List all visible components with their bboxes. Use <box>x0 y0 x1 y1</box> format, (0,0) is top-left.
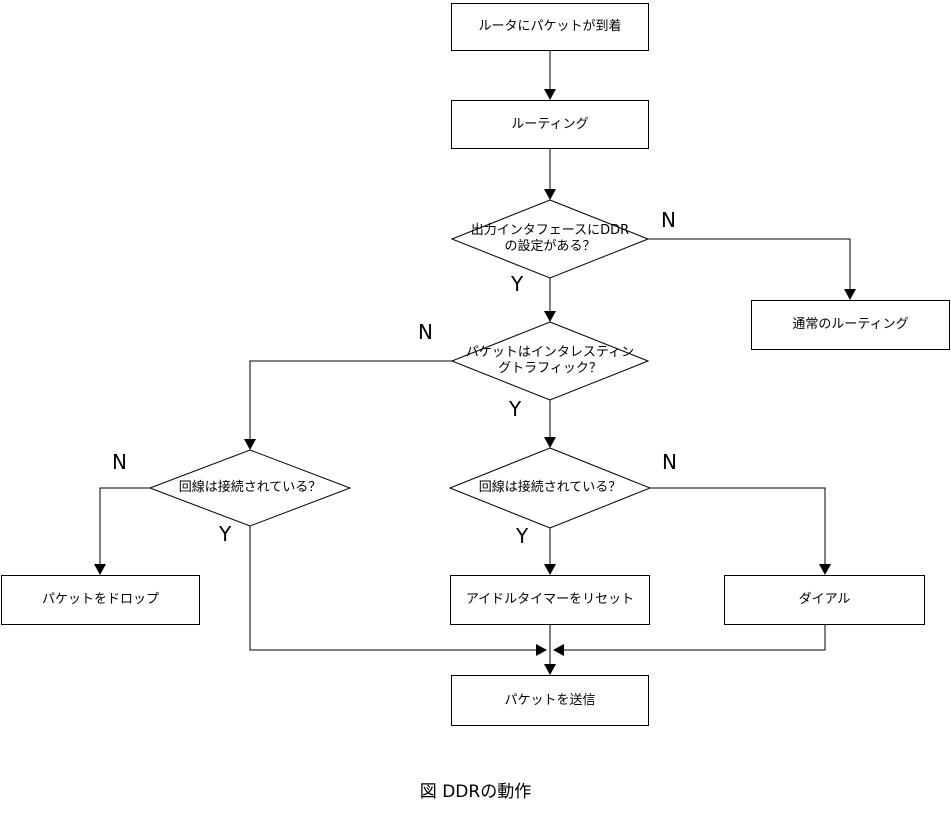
connector-center-line-check-no-to-dial <box>650 487 831 575</box>
connector-interesting-check-no-to-left-line-check <box>244 360 452 450</box>
connector-dial-to-merge <box>553 625 826 656</box>
figure-caption: 図 DDRの動作 <box>419 782 532 802</box>
node-routing: ルーティング <box>451 100 649 149</box>
branch-label-yes-line-check-center: Y <box>516 524 529 548</box>
branch-label-yes-ddr-check: Y <box>511 272 524 296</box>
connector-reset-to-send <box>544 625 556 675</box>
connector-interesting-check-yes-to-center-line-check <box>544 400 556 448</box>
diamond-label-ddr-check: 出力インタフェースにDDR の設定がある？ <box>470 223 630 254</box>
node-send-packet: パケットを送信 <box>451 675 649 726</box>
diamond-label-line-check-center: 回線は接続されている？ <box>478 480 622 495</box>
diamond-line-check-center <box>448 447 652 529</box>
connector-routing-to-ddr-check <box>544 149 556 200</box>
connector-left-line-check-no-to-drop <box>94 487 150 575</box>
node-packet-arrives: ルータにパケットが到着 <box>451 3 649 51</box>
connector-ddr-check-no-to-normal-routing <box>648 238 856 300</box>
branch-label-no-ddr-check: N <box>661 208 676 232</box>
diamond-label-interesting-check: パケットはインタレスティン グトラフィック？ <box>465 345 635 376</box>
branch-label-no-line-check-left: N <box>112 450 127 474</box>
diamond-interesting-check <box>450 321 650 401</box>
node-drop-packet: パケットをドロップ <box>1 575 200 625</box>
connector-ddr-check-yes-to-interesting-check <box>544 278 556 322</box>
branch-label-yes-interesting-check: Y <box>509 397 522 421</box>
diamond-line-check-left <box>148 449 352 527</box>
node-reset-idle-timer: アイドルタイマーをリセット <box>450 575 650 625</box>
connector-left-line-check-yes-to-merge <box>249 526 547 656</box>
connector-center-line-check-yes-to-reset <box>544 528 556 575</box>
diamond-ddr-check <box>450 199 650 279</box>
decision-diamonds <box>148 199 652 529</box>
branch-label-yes-line-check-left: Y <box>219 522 232 546</box>
branch-label-no-line-check-center: N <box>662 450 677 474</box>
diamond-label-line-check-left: 回線は接続されている？ <box>178 480 322 495</box>
branch-label-no-interesting-check: N <box>418 320 433 344</box>
node-normal-routing: 通常のルーティング <box>751 300 950 350</box>
node-dial: ダイアル <box>724 575 925 625</box>
connector-start-to-routing <box>544 51 556 100</box>
